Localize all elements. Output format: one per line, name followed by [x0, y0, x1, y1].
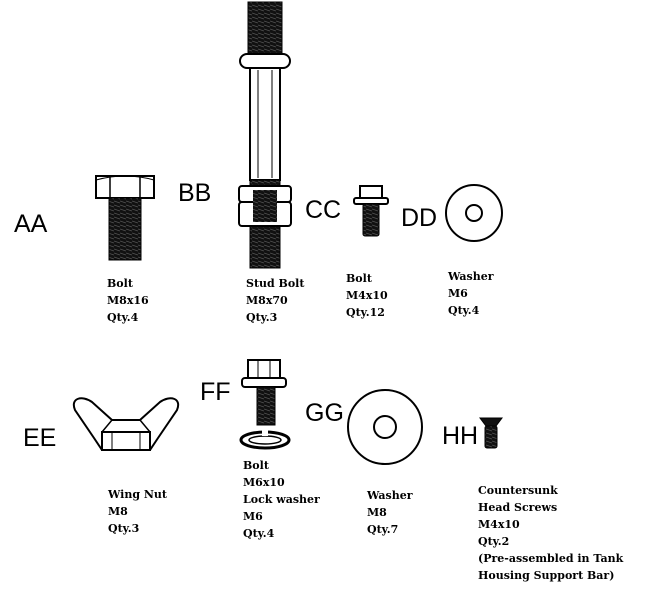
- flange-bolt-small-icon: [353, 185, 389, 237]
- part-desc-line: Wing Nut: [108, 488, 167, 501]
- part-desc-line: M8x16: [107, 294, 149, 307]
- part-desc-line: Bolt: [243, 459, 269, 472]
- part-code-dd: DD: [401, 204, 438, 232]
- part-desc-line: Qty.3: [246, 311, 278, 324]
- part-code-hh: HH: [442, 422, 479, 450]
- part-desc-ff: Bolt M6x10 Lock washer M6 Qty.4: [243, 457, 320, 542]
- part-code-ee: EE: [23, 424, 57, 452]
- part-code-bb: BB: [178, 179, 212, 207]
- part-desc-line: Head Screws: [478, 501, 558, 514]
- part-desc-cc: Bolt M4x10 Qty.12: [346, 270, 388, 321]
- countersunk-screw-icon: [479, 417, 503, 449]
- washer-large-icon: [347, 389, 423, 465]
- part-desc-line: Washer: [448, 270, 494, 283]
- part-desc-line: Qty.2: [478, 535, 510, 548]
- part-desc-line: Bolt: [107, 277, 133, 290]
- part-desc-line: M4x10: [346, 289, 388, 302]
- part-desc-line: Qty.12: [346, 306, 385, 319]
- part-desc-line: M8: [367, 506, 387, 519]
- flange-bolt-lock-washer-icon: [239, 359, 291, 450]
- part-desc-line: M6: [448, 287, 468, 300]
- part-desc-line: M4x10: [478, 518, 520, 531]
- part-desc-line: Qty.4: [448, 304, 480, 317]
- part-code-cc: CC: [305, 196, 342, 224]
- part-desc-line: Bolt: [346, 272, 372, 285]
- part-desc-line: Qty.3: [108, 522, 140, 535]
- part-desc-bb: Stud Bolt M8x70 Qty.3: [246, 275, 304, 326]
- wing-nut-icon: [72, 397, 180, 451]
- part-desc-line: Stud Bolt: [246, 277, 305, 290]
- part-desc-line: M6x10: [243, 476, 285, 489]
- part-desc-line: Washer: [367, 489, 413, 502]
- part-desc-line: Qty.4: [107, 311, 139, 324]
- part-desc-dd: Washer M6 Qty.4: [448, 268, 494, 319]
- part-desc-line: M8: [108, 505, 128, 518]
- part-desc-aa: Bolt M8x16 Qty.4: [107, 275, 149, 326]
- part-desc-hh: Countersunk Head Screws M4x10 Qty.2 (Pre…: [478, 482, 623, 584]
- part-desc-line: Countersunk: [478, 484, 558, 497]
- part-code-ff: FF: [200, 378, 231, 406]
- stud-bolt-icon: [238, 1, 292, 269]
- part-code-gg: GG: [305, 399, 344, 427]
- part-desc-line: M6: [243, 510, 263, 523]
- part-desc-line: Lock washer: [243, 493, 320, 506]
- part-code-aa: AA: [14, 210, 48, 238]
- part-desc-line: Housing Support Bar): [478, 569, 615, 582]
- part-desc-gg: Washer M8 Qty.7: [367, 487, 413, 538]
- part-desc-line: M8x70: [246, 294, 288, 307]
- part-desc-ee: Wing Nut M8 Qty.3: [108, 486, 167, 537]
- part-desc-line: (Pre-assembled in Tank: [478, 552, 624, 565]
- part-desc-line: Qty.7: [367, 523, 399, 536]
- hex-bolt-icon: [95, 175, 155, 261]
- washer-small-icon: [445, 184, 503, 242]
- part-desc-line: Qty.4: [243, 527, 275, 540]
